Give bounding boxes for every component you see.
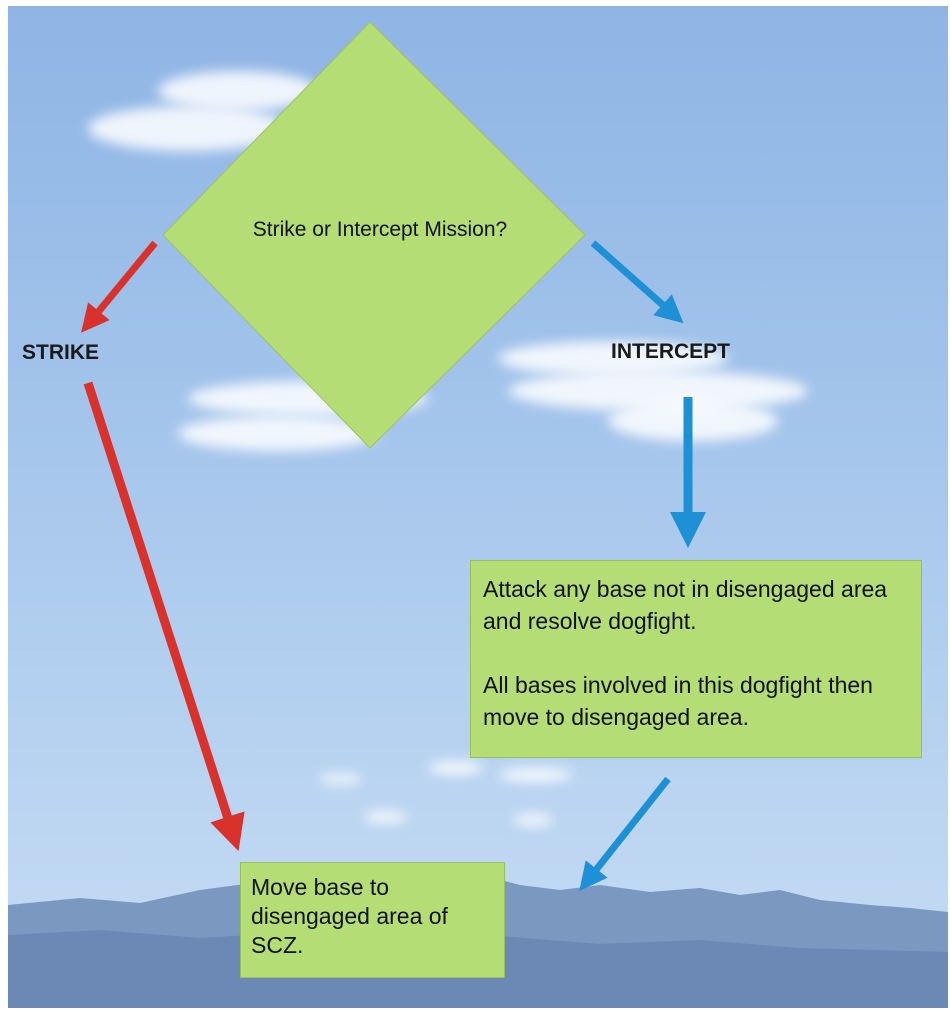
strike-branch-arrow (81, 240, 158, 333)
move-base-box: Move base to disengaged area of SCZ. (240, 862, 505, 978)
intercept-label: INTERCEPT (611, 340, 731, 363)
intercept-action-box: Attack any base not in disengaged area a… (470, 560, 922, 758)
decision-question: Strike or Intercept Mission? (252, 218, 508, 241)
cloud (498, 341, 728, 376)
strike-to-move-arrow (83, 381, 245, 852)
cloud (513, 814, 553, 826)
cloud (363, 811, 408, 823)
strike-label: STRIKE (22, 341, 100, 364)
cloud (428, 761, 483, 775)
cloud (498, 768, 573, 782)
cloud (608, 401, 778, 441)
attack-to-move-arrow (579, 776, 671, 891)
intercept-action-text: Attack any base not in disengaged area a… (483, 576, 888, 634)
decision-diamond (162, 21, 586, 449)
cloud (318, 774, 363, 784)
move-base-text: Move base to disengaged area of SCZ. (251, 874, 448, 958)
intercept-branch-arrow (590, 240, 684, 324)
intercept-followup-text: All bases involved in this dogfight then… (483, 672, 873, 730)
